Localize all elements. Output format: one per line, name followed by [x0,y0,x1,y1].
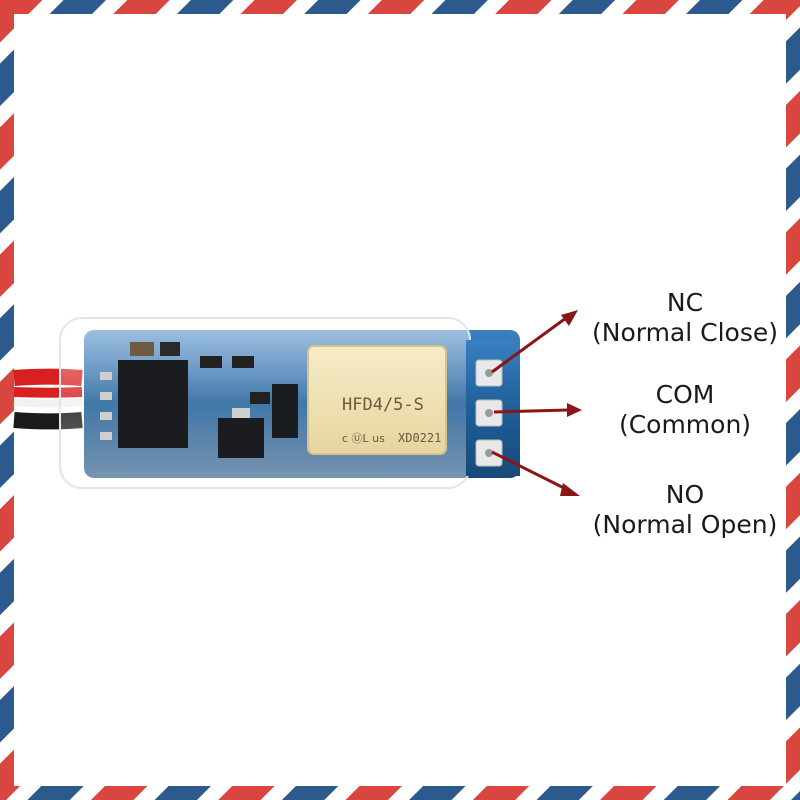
arrow-nc [491,316,567,374]
relay-marks: c ⓊL us [342,432,385,445]
label-no-name: NO [665,480,705,509]
relay-code: XD0221 [398,431,441,445]
smd-components [100,342,298,458]
arrow-com [493,408,569,414]
relay-label: HFD4/5-S [342,395,424,415]
relay-body [307,345,447,455]
label-nc-desc: (Normal Close) [591,318,778,347]
label-nc-name: NC [666,288,704,317]
pin-arrows [491,310,582,496]
ic-chip [118,360,188,448]
label-nc: NC (Normal Close) [580,288,790,348]
label-no: NO (Normal Open) [580,480,790,540]
transistor [218,418,264,458]
diode [272,384,298,438]
capacitor [130,342,154,356]
label-com-name: COM [655,380,715,409]
label-com: COM (Common) [600,380,770,440]
label-com-desc: (Common) [618,410,752,439]
pin-pads [466,340,520,476]
arrow-no [491,450,569,492]
label-no-desc: (Normal Open) [592,510,778,539]
resistor [200,356,222,368]
relay: HFD4/5-S c ⓊL us XD0221 [307,345,447,455]
